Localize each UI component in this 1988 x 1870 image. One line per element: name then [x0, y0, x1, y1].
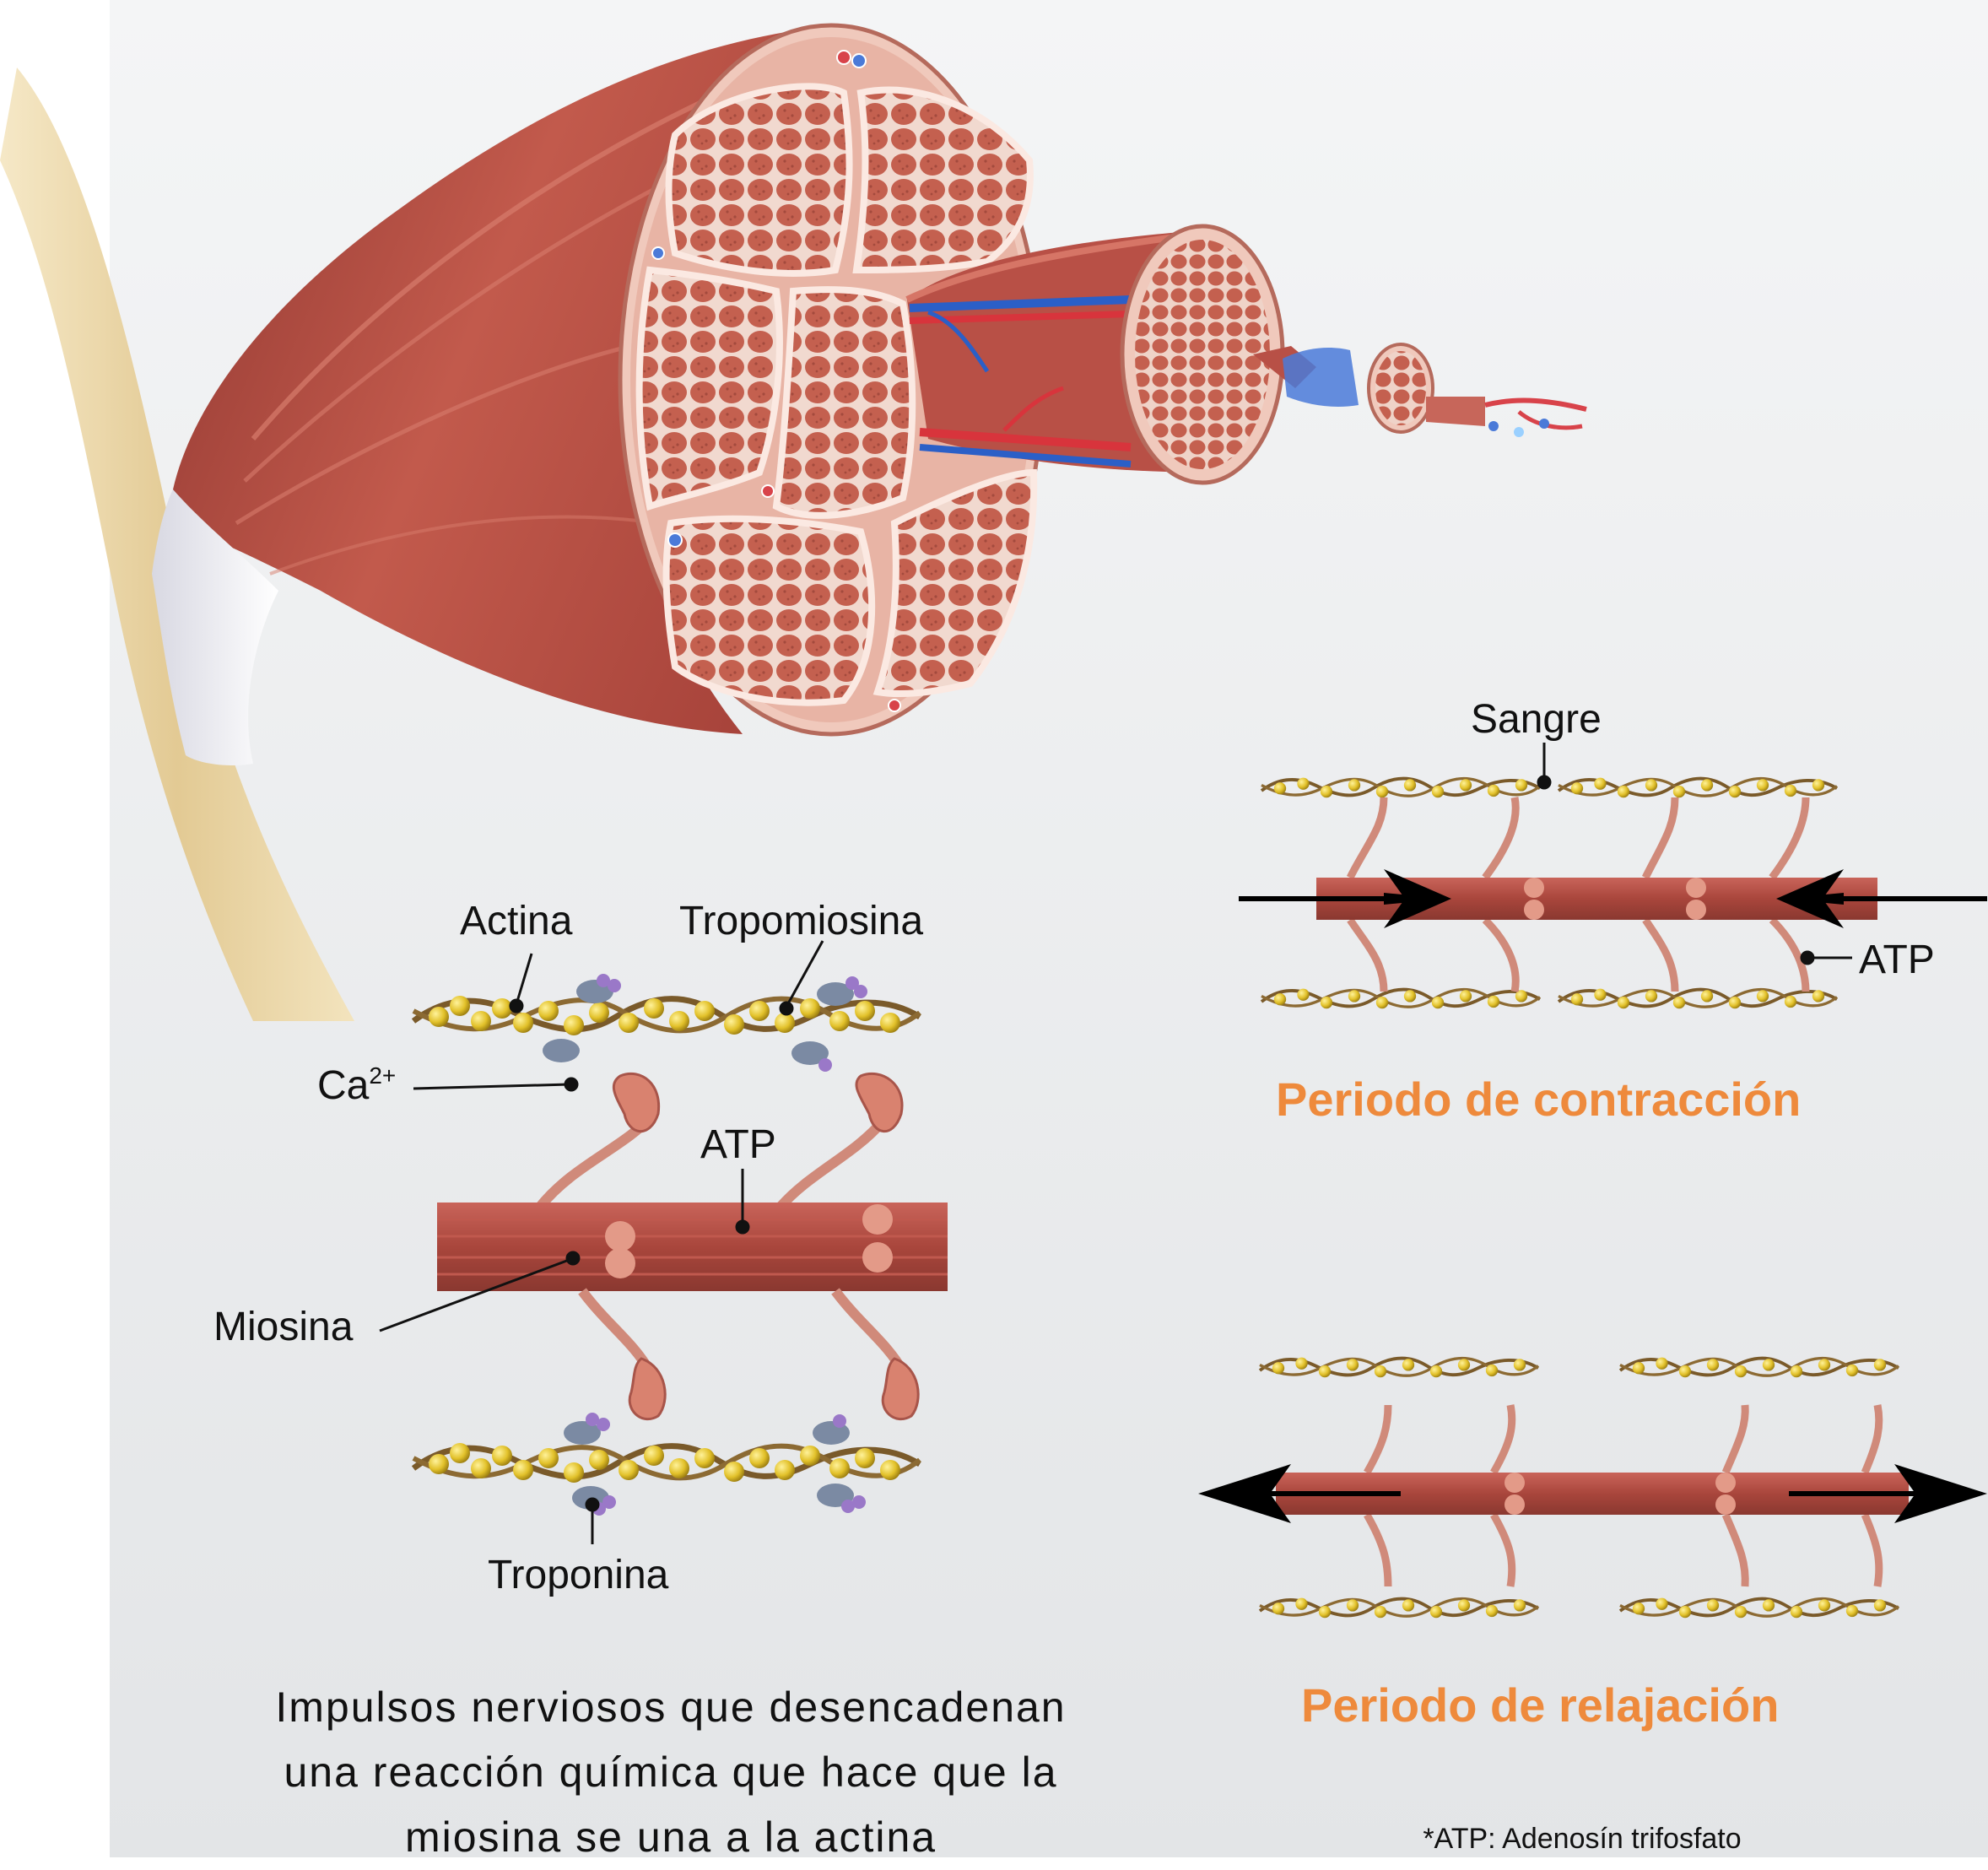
title-contraction: Periodo de contracción	[1276, 1073, 1801, 1126]
label-atp: ATP	[700, 1122, 776, 1167]
blood-vessel	[762, 485, 774, 497]
fascicle	[776, 289, 912, 516]
label-sangre: Sangre	[1471, 697, 1602, 742]
label-actina: Actina	[460, 899, 573, 943]
fascicle	[667, 519, 872, 703]
blood-vessel	[837, 51, 851, 64]
fascicle	[640, 270, 780, 506]
blood-vessel	[652, 247, 664, 259]
caption: Impulsos nerviosos que desencadenan una …	[194, 1675, 1148, 1870]
caption-line: miosina se una a la actina	[194, 1805, 1148, 1870]
footnote: *ATP: Adenosín trifosfato	[1312, 1823, 1852, 1856]
blood-vessel	[852, 54, 866, 68]
fascicle-fibers	[1135, 240, 1270, 469]
label-atp-right: ATP	[1859, 938, 1935, 982]
caption-line: Impulsos nerviosos que desencadenan	[194, 1675, 1148, 1740]
blood-vessel	[668, 533, 682, 547]
label-miosina: Miosina	[213, 1305, 354, 1349]
myosin-filament	[437, 1203, 948, 1291]
label-troponina: Troponina	[488, 1553, 669, 1597]
label-tropomiosina: Tropomiosina	[679, 899, 923, 943]
title-relaxation: Periodo de relajación	[1301, 1678, 1779, 1732]
blood-vessel	[889, 700, 900, 711]
caption-line: una reacción química que hace que la	[194, 1740, 1148, 1805]
